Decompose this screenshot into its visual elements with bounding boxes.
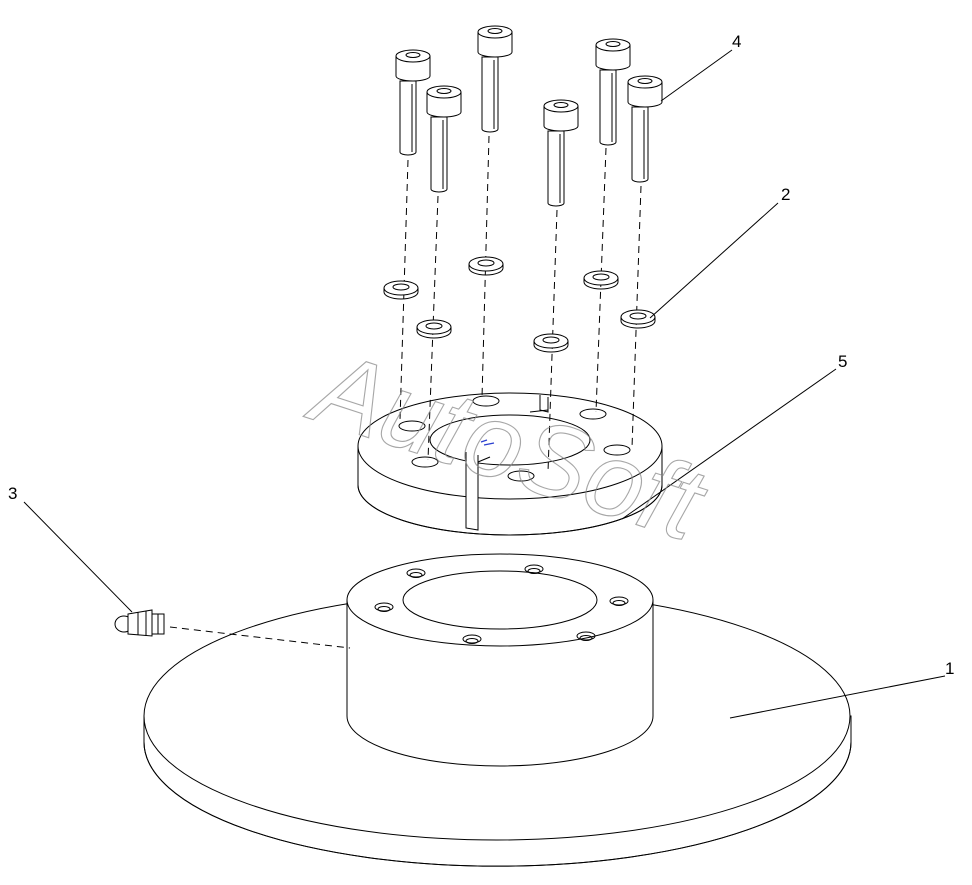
leader-lines [23,49,946,719]
part-1-base-plate [143,553,852,867]
cap-screw [627,75,663,183]
callout-labels: 1 2 3 4 5 [8,32,954,678]
callout-4: 4 [732,32,741,51]
part-3-grease-nipple [114,609,165,637]
callout-1: 1 [945,659,954,678]
hub-bolt-holes [374,564,629,644]
callout-2: 2 [781,185,790,204]
callout-3: 3 [8,484,17,503]
cap-screw [477,25,513,133]
part-5-split-ring [357,392,663,536]
cap-screw [543,99,579,207]
cap-screw [595,38,631,146]
part-4-cap-screws [395,25,663,207]
cap-screw [426,85,462,193]
cap-screw [395,49,431,156]
callout-5: 5 [838,352,847,371]
part-2-washers [383,256,656,353]
